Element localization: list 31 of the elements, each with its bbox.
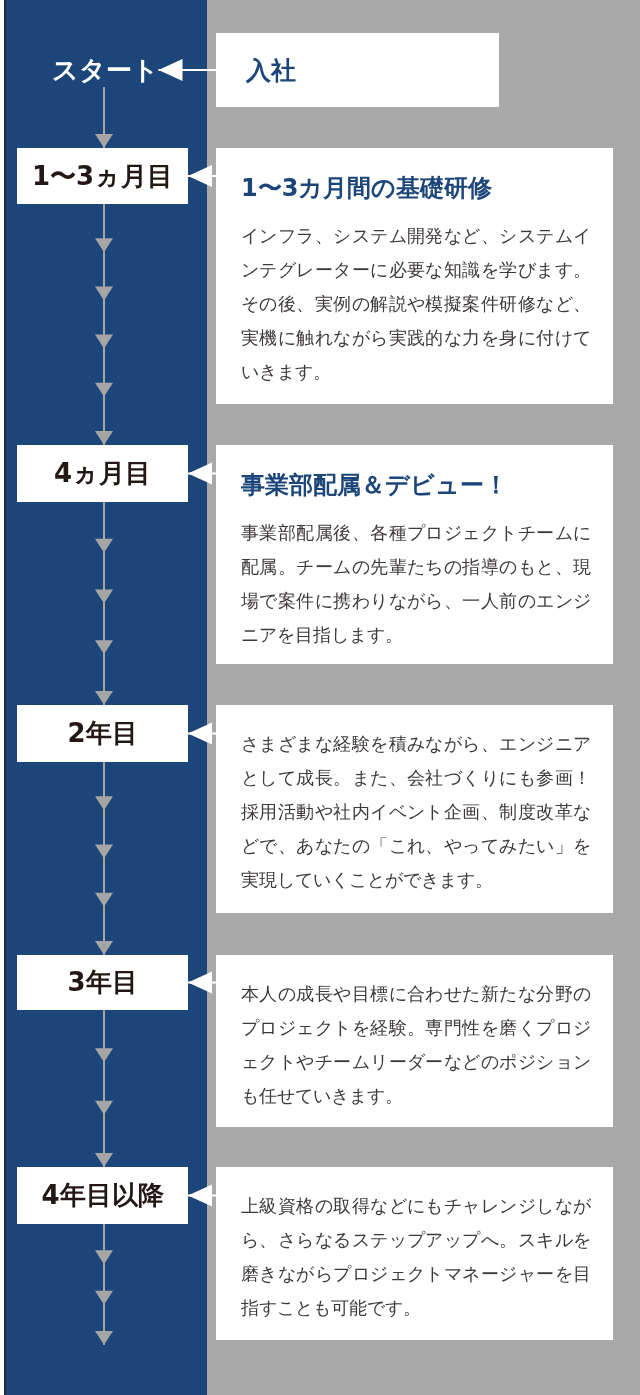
- pointer-arrow: [187, 1184, 217, 1207]
- text-card: [216, 705, 613, 913]
- pointer-arrow: [157, 59, 217, 81]
- text-card: [216, 148, 613, 404]
- down-arrow: [95, 203, 113, 446]
- card-text: 上級資格の取得などにもチャレンジしながら、さらなるステップアップへ。スキルを磨きながらプロジェクトマネージャーを目指すことも可能です。: [241, 1194, 591, 1320]
- card-text: さまざまな経験を積みながら、エンジニアとして成長。また、会社づくりにも参画！採用活動や社内イベント企画、制度改革などで、あなたの「これ、やってみたい」を実現していくことができます。: [241, 732, 591, 892]
- stage-box: 1〜3ヵ月目: [17, 148, 188, 204]
- stage-label: スタート: [51, 53, 159, 87]
- stage-box: 4年目以降: [17, 1167, 188, 1224]
- pointer-arrow: [187, 971, 217, 994]
- down-arrow: [95, 761, 113, 956]
- pointer-arrow: [187, 165, 217, 187]
- card-heading: 1〜3カ月間の基礎研修: [241, 173, 494, 204]
- stage-box: 4ヵ月目: [17, 445, 188, 502]
- down-arrow: [95, 86, 113, 149]
- down-arrow: [95, 1223, 113, 1346]
- pointer-arrow: [187, 462, 217, 485]
- label-box: 入社: [216, 33, 499, 107]
- card-text: インフラ、システム開発など、システムインテグレーターに必要な知識を学びます。その後、実例の解説や模擬案件研修など、実機に触れながら実践的な力を身に付けていきます。: [241, 224, 591, 384]
- text-card: [216, 445, 613, 664]
- stage-box: 2年目: [17, 705, 188, 762]
- text-card: [216, 955, 613, 1127]
- text-card: [216, 1167, 613, 1340]
- card-text: 事業部配属後、各種プロジェクトチームに配属。チームの先輩たちの指導のもと、現場で案件に携わりながら、一人前のエンジニアを目指します。: [241, 521, 591, 647]
- down-arrow: [95, 1009, 113, 1168]
- card-text: 本人の成長や目標に合わせた新たな分野のプロジェクトを経験。専門性を磨くプロジェクトやチームリーダーなどのポジションも任せていきます。: [241, 982, 591, 1108]
- down-arrow: [95, 501, 113, 706]
- card-heading: 事業部配属＆デビュー！: [241, 470, 509, 501]
- stage-box: 3年目: [17, 955, 188, 1010]
- pointer-arrow: [187, 722, 217, 745]
